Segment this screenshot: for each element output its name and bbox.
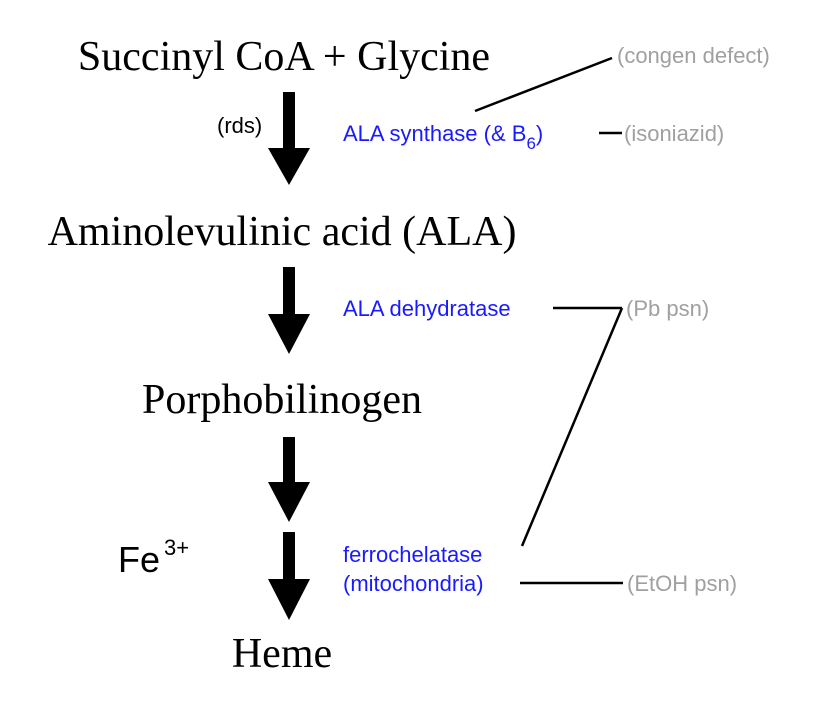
arrow-2-icon — [268, 267, 310, 354]
rate-determining-step-label: (rds) — [217, 113, 262, 138]
lead-poisoning-label: (Pb psn) — [626, 296, 709, 321]
ferrochelatase-label: ferrochelatase — [343, 542, 482, 567]
succinyl-coa-glycine-label: Succinyl CoA + Glycine — [78, 34, 490, 80]
ala-synthase-label: ALA synthase (& B6) — [343, 121, 543, 153]
ethanol-poisoning-label: (EtOH psn) — [627, 571, 737, 596]
ala-dehydratase-label: ALA dehydratase — [343, 296, 511, 321]
aminolevulinic-acid-label: Aminolevulinic acid (ALA) — [48, 209, 517, 255]
arrow-4-icon — [268, 532, 310, 620]
isoniazid-label: (isoniazid) — [624, 121, 724, 146]
congen-defect-connector — [474, 56, 613, 113]
arrow-3-icon — [268, 437, 310, 522]
mitochondria-label: (mitochondria) — [343, 571, 484, 596]
vitamin-b6-subscript: 6 — [526, 134, 535, 153]
heme-label: Heme — [232, 631, 332, 677]
arrow-1-icon — [268, 92, 310, 185]
pb-ferrochelatase-connector — [520, 307, 624, 547]
porphobilinogen-label: Porphobilinogen — [142, 377, 422, 423]
congenital-defect-label: (congen defect) — [617, 43, 770, 68]
iron-charge-superscript: 3+ — [164, 535, 189, 560]
